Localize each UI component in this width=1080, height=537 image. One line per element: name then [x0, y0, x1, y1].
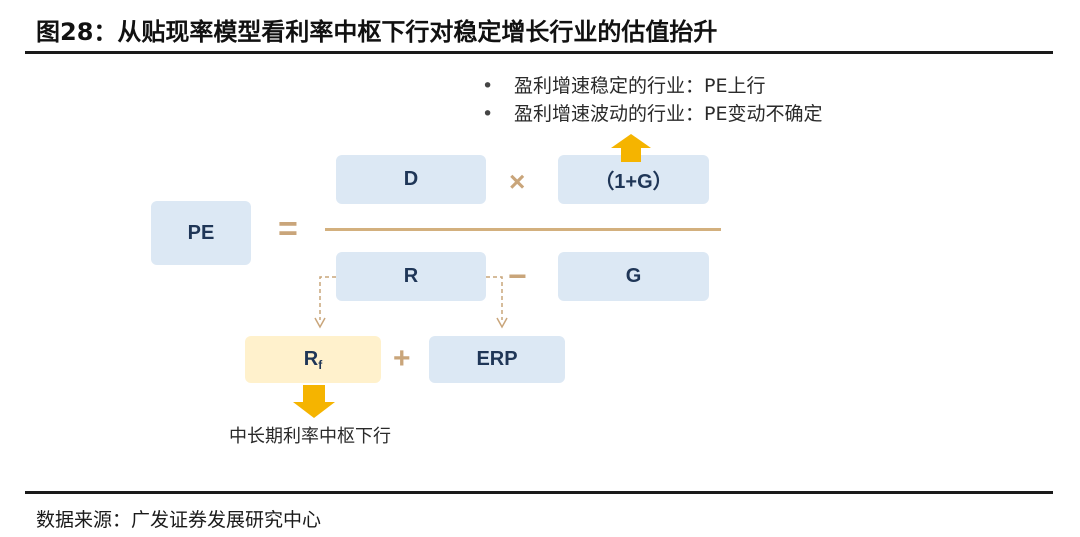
bottom-divider — [25, 491, 1053, 494]
growth-factor-label: （1+G） — [594, 171, 673, 193]
growth-factor-box: （1+G） — [558, 155, 709, 204]
note-text-volatile: 盈利增速波动的行业：PE变动不确定 — [514, 103, 823, 125]
note-item-volatile: • 盈利增速波动的行业：PE变动不确定 — [482, 100, 822, 128]
pe-label: PE — [187, 221, 215, 244]
equals-operator: = — [278, 210, 298, 248]
pe-box: PE — [151, 201, 251, 265]
growth-rate-label: G — [625, 265, 642, 287]
dashed-arrowhead-left — [314, 317, 326, 329]
note-text-stable: 盈利增速稳定的行业：PE上行 — [514, 75, 766, 97]
note-item-stable: • 盈利增速稳定的行业：PE上行 — [482, 72, 822, 100]
figure-title: 图28：从贴现率模型看利率中枢下行对稳定增长行业的估值抬升 — [36, 18, 718, 46]
risk-free-rate-label: Rf — [303, 347, 323, 372]
dashed-arrowhead-right — [496, 317, 508, 329]
fraction-bar — [325, 228, 721, 231]
dividend-label: D — [403, 168, 419, 190]
equity-risk-premium-label: ERP — [476, 348, 518, 370]
risk-free-trend-caption: 中长期利率中枢下行 — [229, 426, 391, 447]
down-arrow-icon — [293, 385, 335, 418]
discount-rate-label: R — [403, 265, 419, 287]
multiply-operator: × — [509, 166, 526, 197]
risk-free-rate-box: Rf — [245, 336, 381, 383]
up-arrow-icon — [611, 134, 651, 162]
bullet-icon: • — [482, 103, 494, 125]
growth-rate-box: G — [558, 252, 709, 301]
notes-list: • 盈利增速稳定的行业：PE上行 • 盈利增速波动的行业：PE变动不确定 — [482, 72, 822, 128]
dashed-arrow-icon — [319, 276, 336, 320]
source-note: 数据来源：广发证券发展研究中心 — [36, 509, 322, 531]
equity-risk-premium-box: ERP — [429, 336, 565, 383]
dashed-arrow-icon — [486, 276, 503, 320]
bullet-icon: • — [482, 75, 494, 97]
top-divider — [25, 51, 1053, 54]
plus-operator: + — [393, 342, 411, 375]
dividend-box: D — [336, 155, 486, 204]
minus-operator: − — [508, 258, 527, 294]
discount-rate-box: R — [336, 252, 486, 301]
